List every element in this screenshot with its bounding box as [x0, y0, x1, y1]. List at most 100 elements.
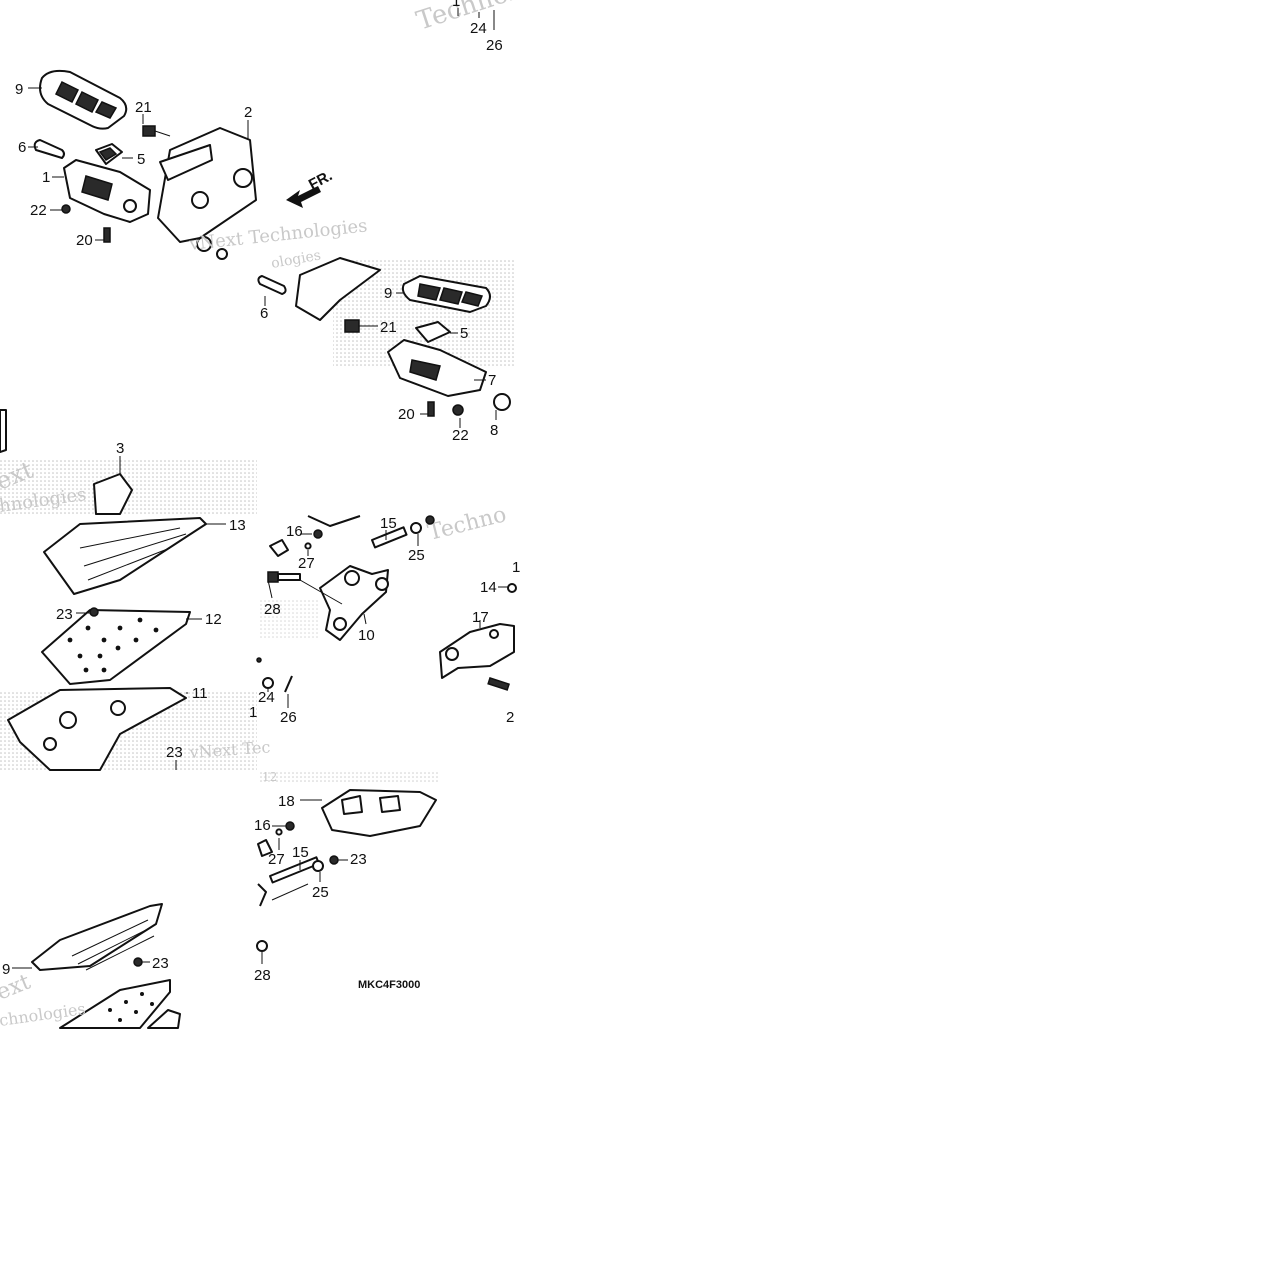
edge-part: [0, 409, 7, 453]
bolt-part: [329, 855, 339, 865]
footpeg-part: [63, 159, 151, 223]
step-housing-part: [147, 1009, 181, 1029]
callout-label: 5: [137, 151, 145, 168]
callout-label: 17: [472, 609, 489, 626]
footpeg-rubber-part: [401, 275, 491, 313]
callout-label: 28: [264, 601, 281, 618]
spring-part: [285, 821, 295, 831]
bolt-head-part: [256, 940, 268, 952]
callout-label: 3: [116, 440, 124, 457]
cover-part: [93, 473, 133, 515]
callout-label: 27: [298, 555, 315, 572]
clip-part: [257, 839, 273, 857]
callout-label: 15: [380, 515, 397, 532]
bolt-part: [142, 125, 171, 137]
step-bracket-part: [439, 623, 515, 691]
callout-label: 26: [280, 709, 297, 726]
callout-label: 22: [452, 427, 469, 444]
callout-label: 11: [192, 685, 208, 702]
callout-label: 5: [460, 325, 468, 342]
front-marker-label: FR.: [306, 167, 335, 193]
callout-label: 10: [358, 627, 375, 644]
bracket-part: [295, 257, 381, 321]
watermark: Techno: [425, 502, 509, 546]
footpeg-rubber-part: [39, 69, 128, 130]
panel-6: ext chnologies 9 23: [0, 903, 181, 1030]
callout-label: 1: [249, 704, 257, 721]
callout-label: 7: [488, 372, 496, 389]
panel-5: 12 18 16 27 15 23 25 28 MKC4F3000: [254, 770, 438, 991]
callout-label: 9: [384, 285, 392, 302]
watermark: Technol: [413, 0, 520, 37]
diagram-code: MKC4F3000: [358, 979, 420, 991]
callout-label: 18: [278, 793, 295, 810]
callout-label: 27: [268, 851, 285, 868]
tread-plate-part: [31, 903, 163, 971]
bolt-part: [89, 607, 99, 617]
callout-label: 1: [452, 0, 460, 10]
bolt-part: [452, 404, 464, 416]
bolt-part: [61, 204, 71, 214]
panel-2: ologies 6 9 21 5 7 20 22 8: [257, 247, 514, 444]
callout-label: 20: [76, 232, 93, 249]
bolt-part: [133, 957, 143, 967]
bolt-part: [427, 401, 435, 417]
washer-part: [312, 860, 324, 872]
callout-label: 21: [380, 319, 397, 336]
callout-label: 8: [490, 422, 498, 439]
tread-plate-part: [43, 517, 207, 595]
bolt-part: [425, 515, 435, 525]
pin-part: [257, 275, 287, 295]
step-part: [387, 339, 487, 397]
callout-label: 9: [2, 961, 10, 978]
spring-part: [493, 393, 511, 411]
bracket-edge-part: [307, 515, 361, 527]
callout-label: 25: [312, 884, 329, 901]
panel-1: Technol: [15, 0, 520, 260]
callout-label: 2: [506, 709, 514, 726]
collar-part: [196, 236, 212, 252]
callout-label: 14: [480, 579, 497, 596]
callout-label: 1: [42, 169, 50, 186]
callout-label: 23: [166, 744, 183, 761]
arm-edge-part: [257, 883, 267, 907]
callout-label: 28: [254, 967, 271, 984]
callout-label: 13: [229, 517, 246, 534]
callout-label: 16: [286, 523, 303, 540]
callout-label: 6: [260, 305, 268, 322]
panel-3: ext hnologies: [0, 409, 271, 771]
callout-label: 26: [486, 37, 503, 54]
bolt-part: [344, 319, 360, 333]
callout-label: 12: [205, 611, 222, 628]
callout-label: 23: [350, 851, 367, 868]
step-housing-part: [321, 789, 437, 837]
washer-part: [410, 522, 422, 534]
callout-label: 24: [258, 689, 275, 706]
panel-4: Techno: [249, 502, 520, 726]
callout-label: 24: [470, 20, 487, 37]
washer-part: [262, 677, 274, 689]
cotter-pin-part: [284, 675, 293, 693]
perforated-plate-part: [59, 979, 171, 1029]
front-direction-arrow-icon: FR.: [286, 167, 335, 208]
callout-label: 22: [30, 202, 47, 219]
callout-label: 21: [135, 99, 152, 116]
pivot-arm-part: [319, 565, 389, 641]
callout-label: 2: [244, 104, 252, 121]
callout-label: 16: [254, 817, 271, 834]
washer-part: [216, 248, 228, 260]
callout-label: 23: [152, 955, 169, 972]
bracket-part: [157, 127, 257, 243]
callout-label: 25: [408, 547, 425, 564]
dot-part: [256, 657, 262, 663]
bolt-part: [103, 227, 111, 243]
ball-part: [304, 542, 312, 550]
callout-label: 6: [18, 139, 26, 156]
watermark: 12: [262, 770, 277, 784]
step-housing-part: [7, 687, 187, 771]
callout-label: 9: [15, 81, 23, 98]
bolt-part: [267, 571, 301, 583]
spring-part: [313, 529, 323, 539]
clip-part: [269, 539, 289, 557]
